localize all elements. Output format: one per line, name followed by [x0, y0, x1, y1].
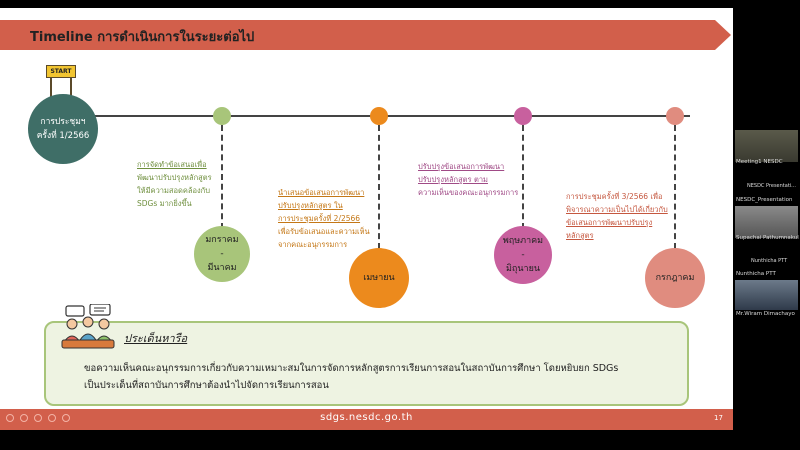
- timeline-dot-2: [370, 107, 388, 125]
- month-label: มีนาคม: [205, 261, 238, 275]
- note-line: พิจารณาความเป็นไปได้เกี่ยวกับ: [566, 205, 668, 214]
- month-jan-mar: มกราคม - มีนาคม: [194, 226, 250, 282]
- note-line: จากคณะอนุกรรมการ: [278, 238, 370, 251]
- month-label: เมษายน: [363, 271, 394, 285]
- timeline-dot-1: [213, 107, 231, 125]
- participant-video: [735, 130, 798, 162]
- participant-name: Supachai Pathumnakul: [736, 235, 799, 241]
- connector-4: [674, 125, 676, 249]
- month-may-jun: พฤษภาคม - มิถุนายน: [494, 226, 552, 284]
- discussion-text: ขอความเห็นคณะอนุกรรมการเกี่ยวกับความเหมา…: [84, 360, 684, 394]
- note-may-jun: ปรับปรุงข้อเสนอการพัฒนา ปรับปรุงหลักสูตร…: [418, 160, 518, 199]
- participant-name: Nunthicha PTT: [751, 258, 787, 264]
- note-jan-mar: การจัดทำข้อเสนอเพื่อ พัฒนาปรับปรุงหลักสู…: [137, 158, 212, 210]
- discussion-heading: ประเด็นหารือ: [124, 329, 187, 347]
- participant-name: Mr.Wiram Dimachayo: [736, 311, 795, 317]
- month-label: กรกฎาคม: [656, 271, 695, 285]
- title-arrow: [715, 20, 731, 50]
- participant-name: Nunthicha PTT: [736, 271, 776, 277]
- note-line: ปรับปรุงหลักสูตร ใน: [278, 201, 343, 210]
- connector-1: [221, 125, 223, 229]
- participant-tile[interactable]: NESDC Presentati...: [733, 180, 800, 194]
- participant-tile[interactable]: Nunthicha PTT: [733, 255, 800, 269]
- participant-tile[interactable]: Meeting1 NESDC: [733, 128, 800, 166]
- participant-video: [735, 206, 798, 238]
- timeline-dot-3: [514, 107, 532, 125]
- note-line: ปรับปรุงข้อเสนอการพัฒนา: [418, 162, 504, 171]
- participant-tile[interactable]: NESDC_Presentation Supachai Pathumnakul: [733, 197, 800, 245]
- note-line: SDGs มากยิ่งขึ้น: [137, 197, 212, 210]
- connector-3: [522, 125, 524, 229]
- note-line: เพื่อรับข้อเสนอและความเห็น: [278, 225, 370, 238]
- discussion-line: ขอความเห็นคณะอนุกรรมการเกี่ยวกับความเหมา…: [84, 360, 684, 377]
- connector-2: [378, 125, 380, 249]
- note-line: ปรับปรุงหลักสูตร ตาม: [418, 175, 488, 184]
- discussion-line: เป็นประเด็นที่สถาบันการศึกษาต้องนำไปจัดก…: [84, 377, 684, 394]
- note-line: นำเสนอข้อเสนอการพัฒนา: [278, 188, 364, 197]
- participant-tile[interactable]: Nunthicha PTT Mr.Wiram Dimachayo: [733, 271, 800, 321]
- presentation-slide: Timeline การดำเนินการในระยะต่อไป START ก…: [0, 8, 733, 430]
- note-line: ข้อเสนอการพัฒนาปรับปรุง: [566, 218, 652, 227]
- note-line: พัฒนาปรับปรุงหลักสูตร: [137, 171, 212, 184]
- participant-name: NESDC Presentati...: [747, 183, 796, 189]
- month-label: มิถุนายน: [503, 262, 543, 276]
- month-label: มกราคม: [205, 233, 238, 247]
- participant-video: [735, 280, 798, 310]
- participant-name: NESDC_Presentation: [736, 197, 792, 203]
- month-jul: กรกฎาคม: [645, 248, 705, 308]
- note-line: การจัดทำข้อเสนอเพื่อ: [137, 160, 207, 169]
- note-line: การประชุมครั้งที่ 2/2566: [278, 214, 360, 223]
- start-line2: ครั้งที่ 1/2566: [37, 129, 90, 143]
- note-line: ให้มีความสอดคล้องกับ: [137, 184, 212, 197]
- slide-title: Timeline การดำเนินการในระยะต่อไป: [30, 26, 254, 47]
- start-sign: START: [46, 65, 76, 78]
- month-separator: -: [503, 248, 543, 262]
- page-number: 17: [714, 414, 723, 422]
- note-line: ความเห็นของคณะอนุกรรมการ: [418, 186, 518, 199]
- note-apr: นำเสนอข้อเสนอการพัฒนา ปรับปรุงหลักสูตร ใ…: [278, 186, 370, 251]
- month-separator: -: [205, 247, 238, 261]
- meeting-people-icon: [60, 304, 116, 350]
- month-label: พฤษภาคม: [503, 234, 543, 248]
- start-line1: การประชุมฯ: [37, 115, 90, 129]
- note-jul: การประชุมครั้งที่ 3/2566 เพื่อ พิจารณาคว…: [566, 190, 668, 242]
- footer-url: sdgs.nesdc.go.th: [0, 412, 733, 423]
- timeline-dot-4: [666, 107, 684, 125]
- month-apr: เมษายน: [349, 248, 409, 308]
- note-line: หลักสูตร: [566, 231, 594, 240]
- start-milestone: การประชุมฯ ครั้งที่ 1/2566: [28, 94, 98, 164]
- participant-name: Meeting1 NESDC: [736, 159, 783, 165]
- note-line: การประชุมครั้งที่ 3/2566 เพื่อ: [566, 190, 668, 203]
- participants-panel: Meeting1 NESDC NESDC Presentati... NESDC…: [733, 0, 800, 450]
